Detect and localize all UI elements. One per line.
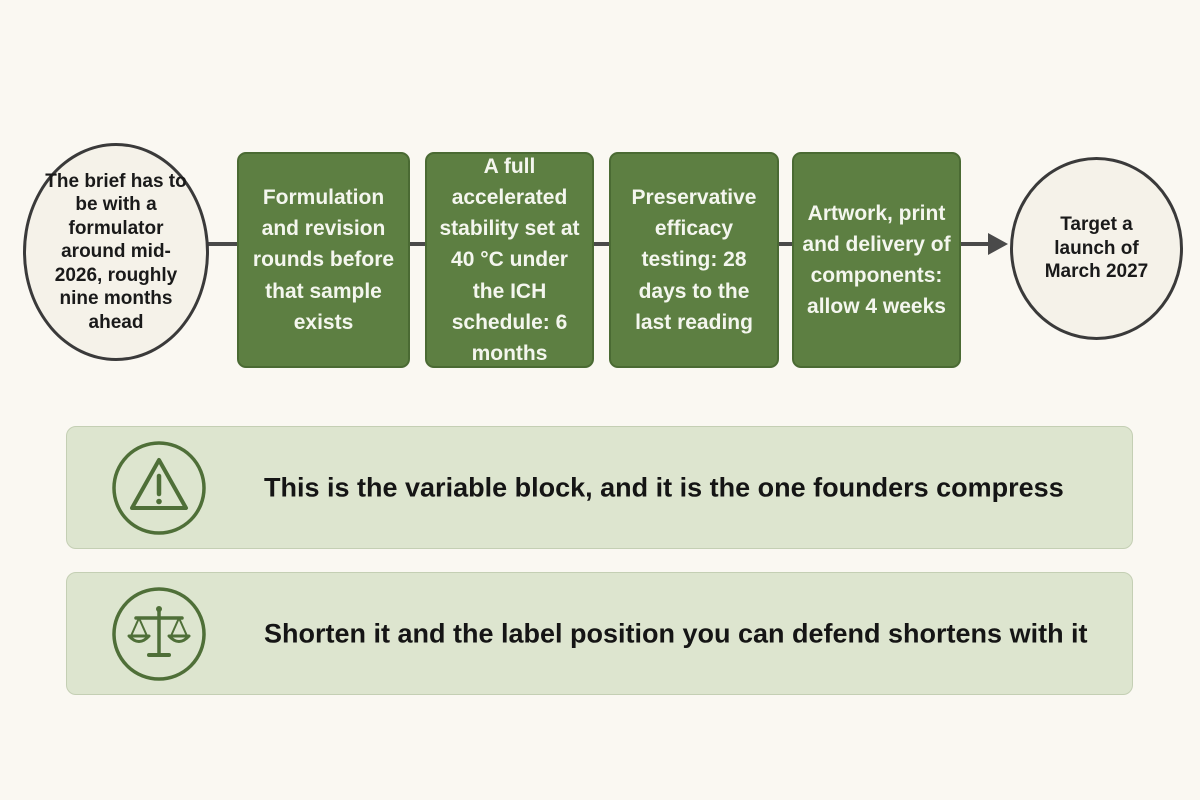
step-stability: A full accelerated stability set at 40 °… — [425, 152, 594, 368]
step-formulation: Formulation and revision rounds before t… — [237, 152, 410, 368]
start-milestone-text: The brief has to be with a formulator ar… — [45, 170, 187, 333]
step-preservative-testing-text: Preservative efficacy testing: 28 days t… — [631, 186, 757, 334]
start-milestone: The brief has to be with a formulator ar… — [23, 143, 209, 361]
step-formulation-text: Formulation and revision rounds before t… — [252, 186, 395, 334]
launch-milestone-text: Target a launch of March 2027 — [1044, 214, 1149, 283]
flow-arrowhead — [988, 233, 1008, 255]
step-preservative-testing: Preservative efficacy testing: 28 days t… — [609, 152, 779, 368]
step-artwork-print-text: Artwork, print and delivery of component… — [802, 201, 951, 319]
launch-milestone: Target a launch of March 2027 — [1010, 157, 1183, 340]
warning-callout-text: This is the variable block, and it is th… — [264, 472, 1064, 502]
warning-callout: This is the variable block, and it is th… — [66, 426, 1133, 549]
step-artwork-print: Artwork, print and delivery of component… — [792, 152, 961, 368]
scales-callout-text: Shorten it and the label position you ca… — [264, 618, 1088, 648]
warning-icon — [111, 440, 207, 536]
scales-callout: Shorten it and the label position you ca… — [66, 572, 1133, 695]
scales-icon — [111, 586, 207, 682]
step-stability-text: A full accelerated stability set at 40 °… — [439, 155, 580, 365]
